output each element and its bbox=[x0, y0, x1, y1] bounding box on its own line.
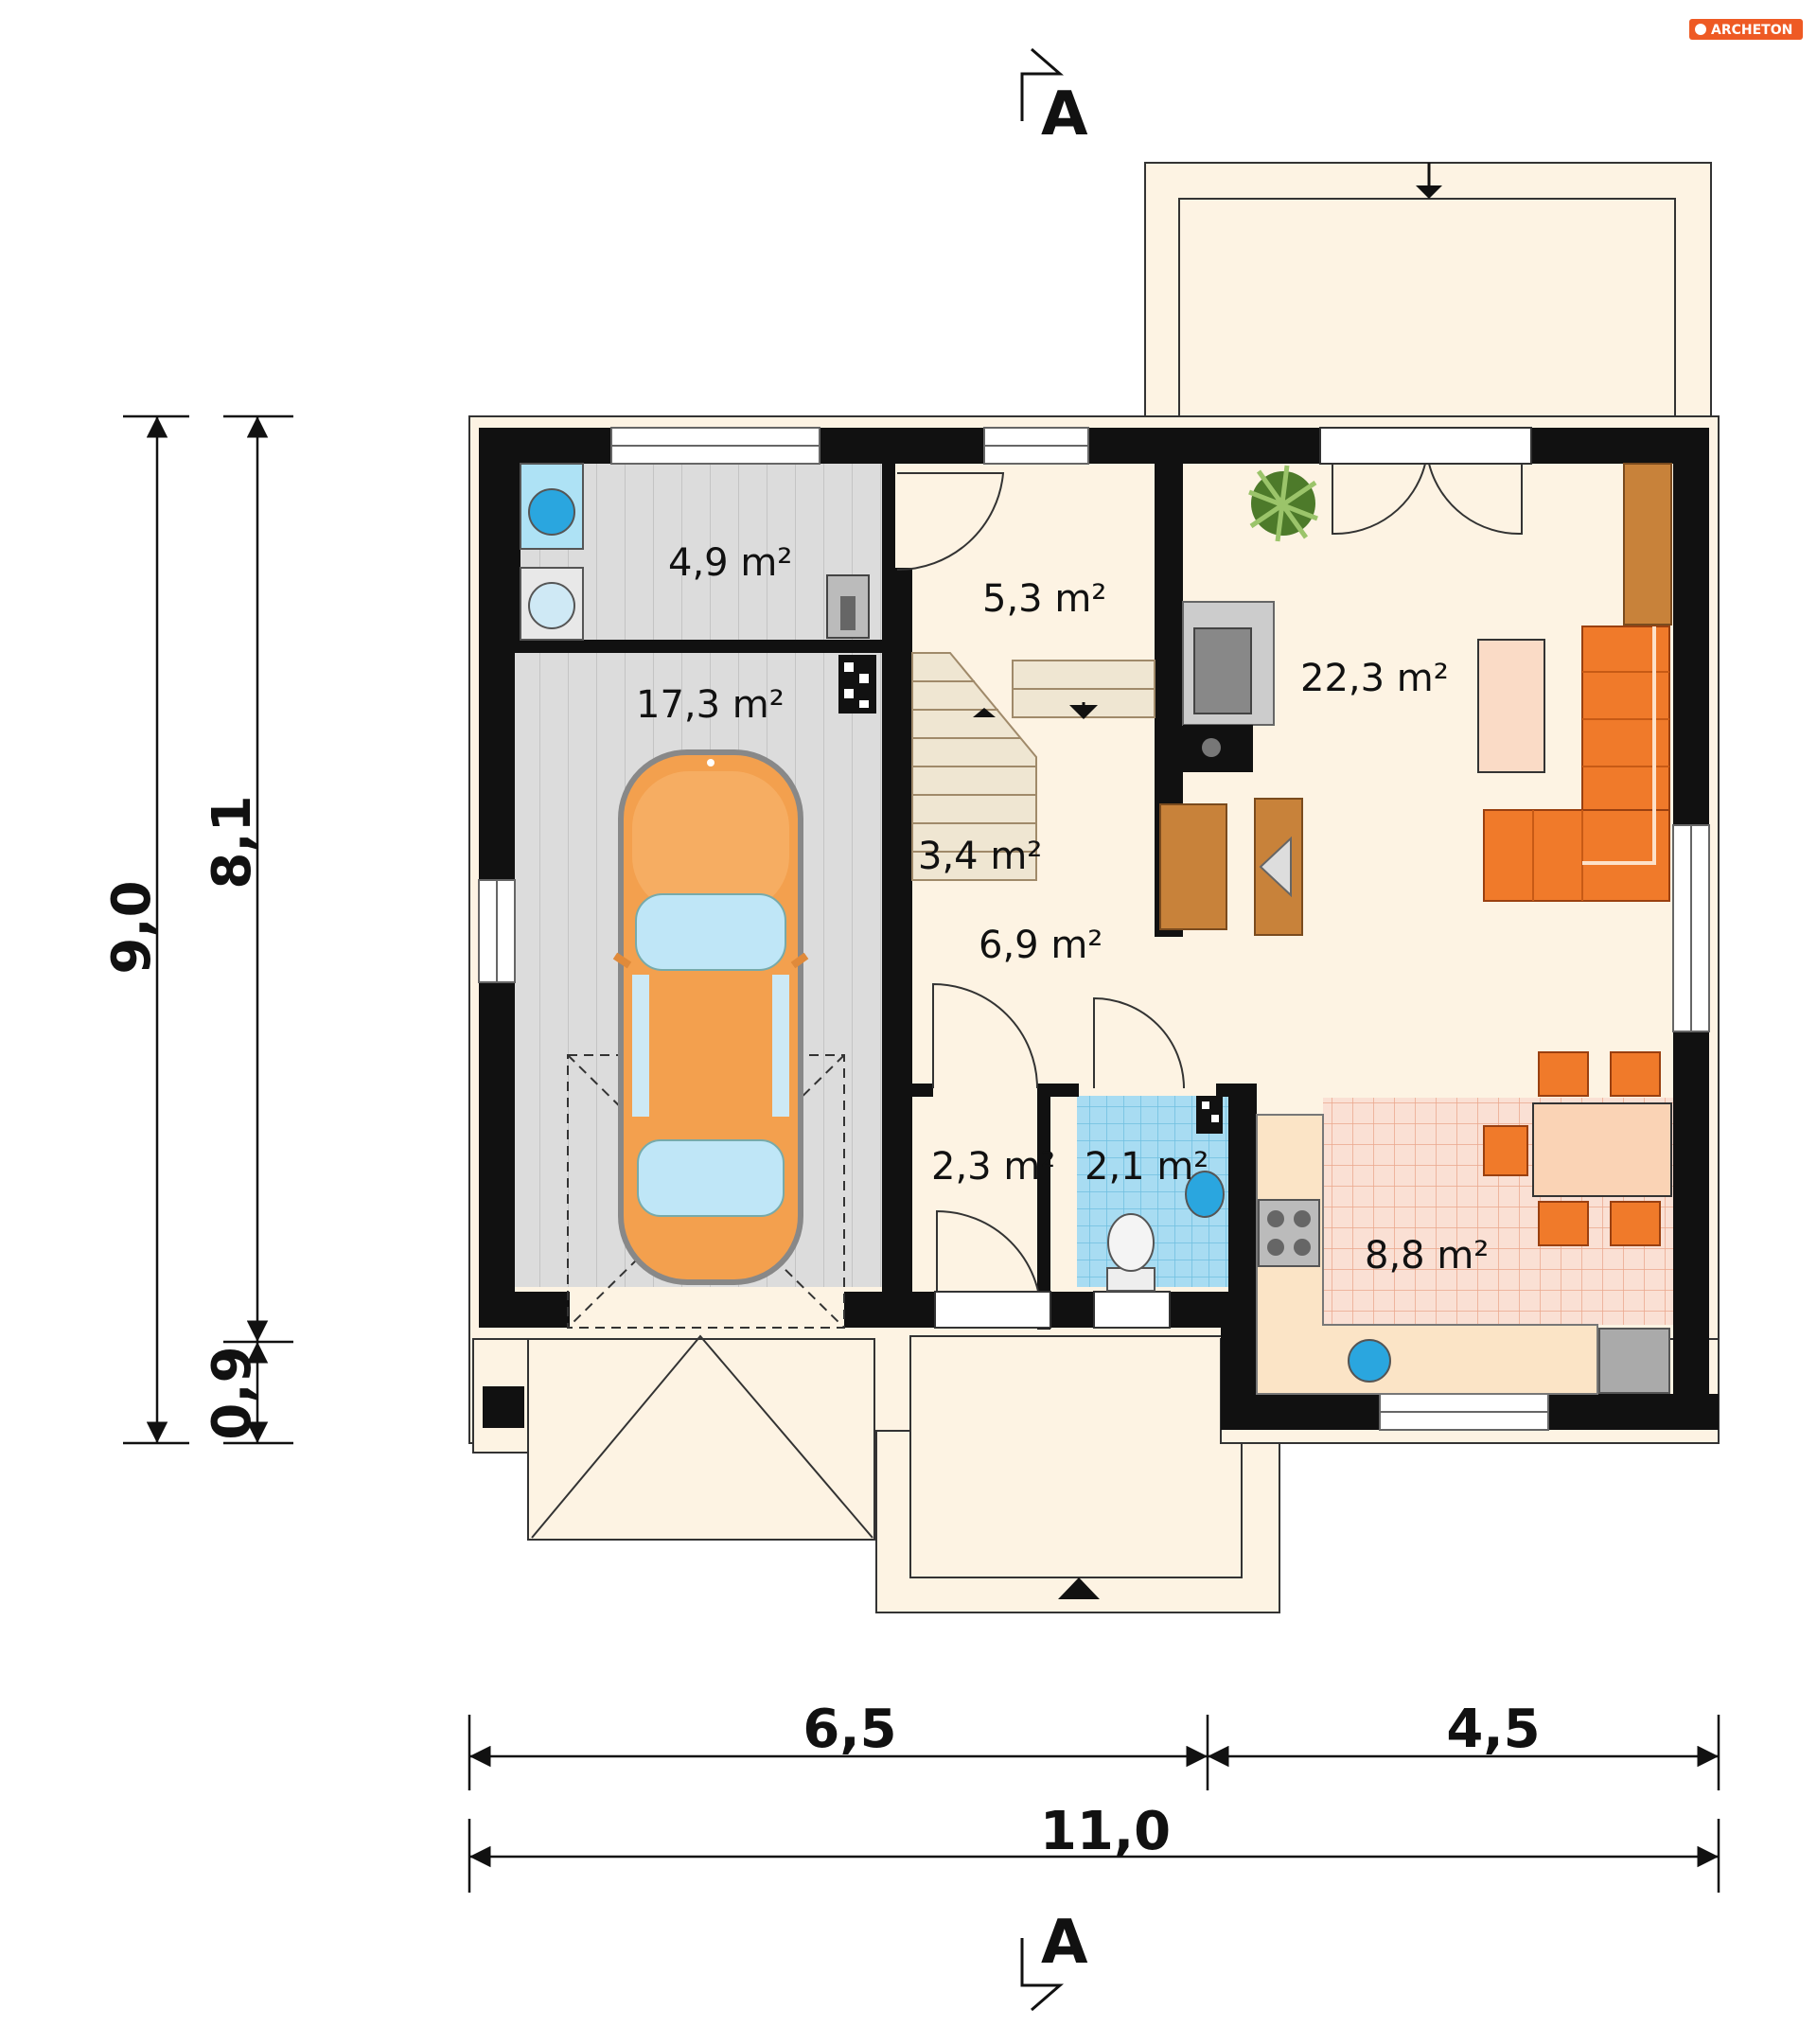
room-labels: 4,9 m² 5,3 m² 22,3 m² 17,3 m² 3,4 m² 6,9… bbox=[636, 541, 1489, 1278]
section-label-bottom: A bbox=[1041, 1908, 1088, 1978]
dimension-left-small: 0,9 bbox=[202, 1346, 263, 1439]
dimension-left bbox=[123, 414, 293, 1445]
plant-icon bbox=[1248, 465, 1318, 542]
room-area-kitchen: 8,8 m² bbox=[1365, 1234, 1489, 1278]
room-area-wc: 2,1 m² bbox=[1085, 1145, 1208, 1189]
room-area-closet: 2,3 m² bbox=[931, 1145, 1055, 1189]
staircase bbox=[911, 652, 1155, 881]
dimension-bottom bbox=[467, 1715, 1720, 1893]
interior-doors bbox=[896, 472, 1185, 1329]
stove-icon bbox=[1258, 1199, 1320, 1267]
room-area-boiler: 4,9 m² bbox=[668, 541, 792, 585]
terrace bbox=[1144, 162, 1712, 419]
kitchen-furniture bbox=[1256, 1051, 1672, 1395]
windows bbox=[478, 427, 1710, 1431]
room-area-garage: 17,3 m² bbox=[636, 683, 785, 727]
dimension-bottom-right: 4,5 bbox=[1446, 1699, 1540, 1760]
walls bbox=[479, 428, 1719, 1430]
archeton-logo: ARCHETON bbox=[1689, 19, 1803, 40]
wc-fixtures bbox=[1106, 1171, 1225, 1292]
dimension-left-inner: 8,1 bbox=[202, 795, 263, 889]
entrance-porch bbox=[875, 1335, 1280, 1613]
garage-driveway bbox=[472, 1334, 875, 1541]
sink-icon bbox=[1348, 1339, 1391, 1383]
washbasin-icon bbox=[1185, 1171, 1225, 1218]
room-area-hall: 6,9 m² bbox=[979, 924, 1103, 967]
room-area-vestibule: 5,3 m² bbox=[982, 577, 1106, 621]
terrace-door bbox=[1319, 427, 1532, 536]
room-area-stairs: 3,4 m² bbox=[918, 835, 1042, 878]
logo-text: ARCHETON bbox=[1711, 23, 1792, 38]
dimension-bottom-total: 11,0 bbox=[1040, 1801, 1171, 1862]
fridge-icon bbox=[1598, 1328, 1670, 1394]
section-marker-top: A bbox=[1020, 47, 1088, 150]
car-icon bbox=[612, 749, 809, 1285]
dimension-bottom-left: 6,5 bbox=[803, 1699, 896, 1760]
section-marker-bottom: A bbox=[1020, 1908, 1088, 2012]
living-furniture bbox=[1159, 463, 1672, 936]
toilet-icon bbox=[1107, 1213, 1155, 1272]
dimension-left-total: 9,0 bbox=[101, 880, 163, 974]
room-area-living: 22,3 m² bbox=[1300, 657, 1449, 700]
boiler-appliances bbox=[520, 463, 870, 641]
section-label-top: A bbox=[1041, 79, 1088, 150]
vent-shafts bbox=[838, 655, 1223, 1134]
